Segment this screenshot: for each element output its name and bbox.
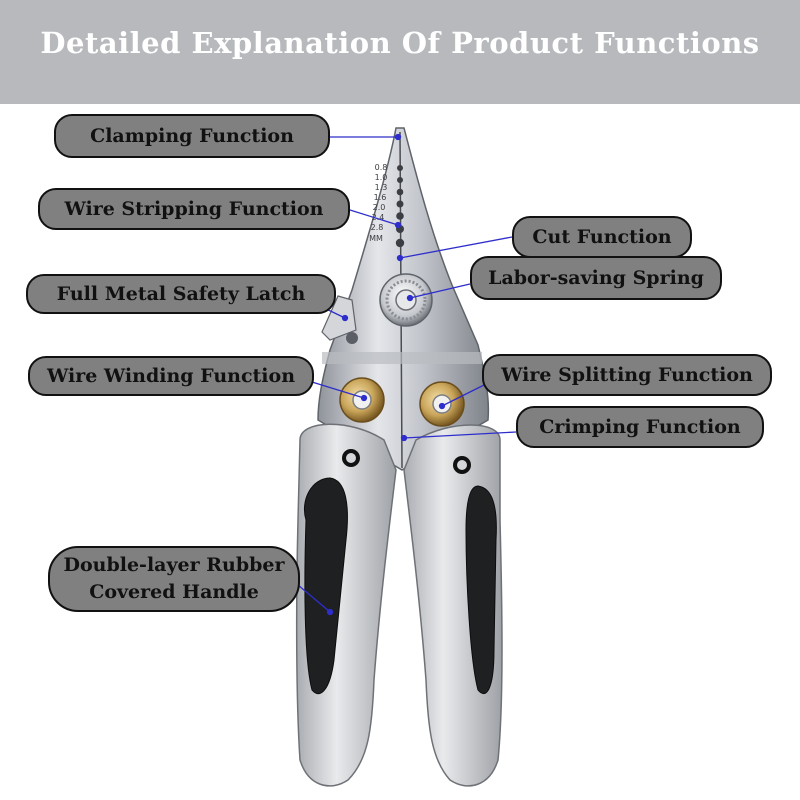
label-clamping-function: Clamping Function [54, 114, 330, 158]
title-banner: Detailed Explanation Of Product Function… [0, 0, 800, 104]
label-wire-splitting-function: Wire Splitting Function [482, 354, 772, 396]
gauge-size-5: 2.4 [372, 213, 385, 222]
crossbar [322, 352, 482, 364]
page-title: Detailed Explanation Of Product Function… [40, 26, 760, 60]
label-crimping-function: Crimping Function [516, 406, 764, 448]
label-wire-stripping-function: Wire Stripping Function [38, 188, 350, 230]
label-double-layer-rubber-handle: Double-layer Rubber Covered Handle [48, 546, 300, 612]
label-labor-saving-spring: Labor-saving Spring [470, 256, 722, 300]
leader-lines [297, 133, 517, 616]
latch-rivet [346, 332, 358, 344]
label-full-metal-safety-latch: Full Metal Safety Latch [26, 274, 336, 314]
stripping-notches [395, 165, 405, 248]
label-cut-function: Cut Function [512, 216, 692, 258]
handle-right-rubber [465, 485, 497, 695]
gauge-size-4: 2.0 [373, 203, 386, 212]
safety-latch [321, 295, 357, 341]
label-wire-winding-function: Wire Winding Function [28, 356, 314, 396]
gauge-size-1: 1.0 [375, 173, 388, 182]
gauge-unit: MM [369, 234, 383, 243]
handle-left-rubber [304, 477, 348, 695]
gauge-size-2: 1.3 [375, 183, 388, 192]
gauge-size-0: 0.8 [375, 163, 388, 172]
gauge-size-3: 1.6 [374, 193, 387, 202]
gauge-size-6: 2.8 [371, 223, 384, 232]
